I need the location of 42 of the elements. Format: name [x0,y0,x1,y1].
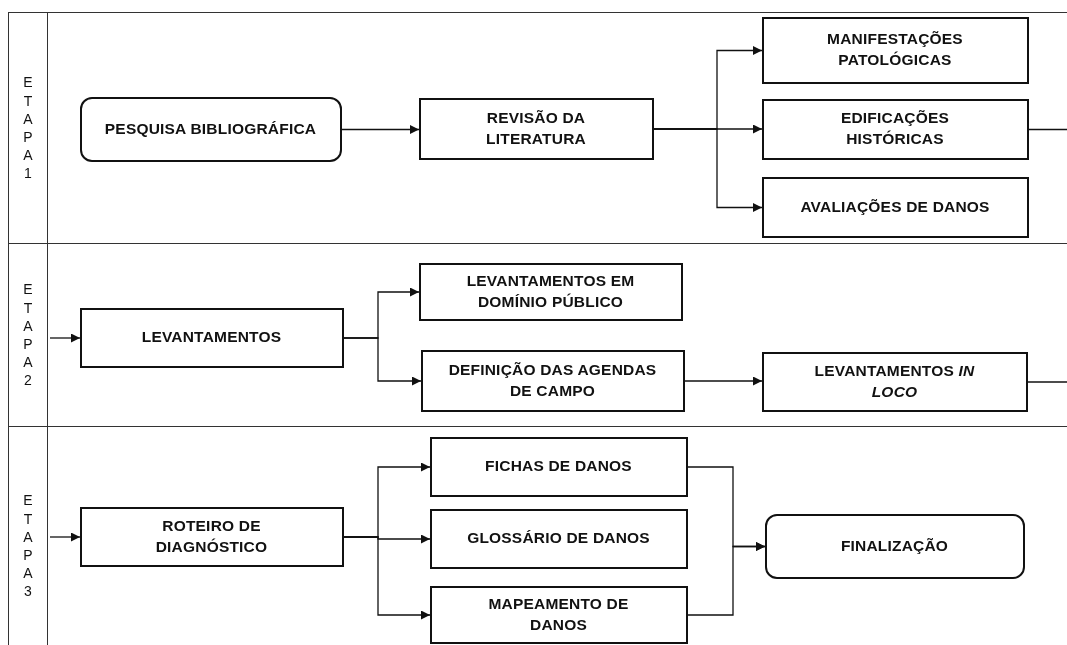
process-box [79,307,344,368]
box-label: FICHAS DE DANOS [484,456,633,477]
box-label: DEFINIÇÃO DAS AGENDAS DE CAMPO [447,359,658,401]
box-label: EDIFICAÇÕES HISTÓRICAS [839,108,951,149]
arrow [343,337,422,386]
terminal-box [764,513,1025,579]
process-box [761,98,1029,160]
box-label: MANIFESTAÇÕES PATOLÓGICAS [826,29,964,70]
process-box [79,506,344,567]
arrow [49,532,81,542]
arrow [341,125,420,134]
arrow [49,333,81,343]
process-box [761,16,1029,84]
box-label: LEVANTAMENTOS [140,327,283,348]
arrow [653,128,763,212]
process-box [420,349,685,412]
box-label: REVISÃO DA LITERATURA [485,107,587,149]
process-box [761,176,1029,238]
box-label: LEVANTAMENTOS IN LOCO [813,360,976,402]
terminal-box [79,96,342,162]
process-box [761,351,1028,412]
box-label: AVALIAÇÕES DE DANOS [799,196,991,217]
box-label: PESQUISA BIBLIOGRÁFICA [103,118,318,139]
process-box [429,508,688,569]
box-label: ROTEIRO DE DIAGNÓSTICO [154,515,269,557]
box-label: GLOSSÁRIO DE DANOS [466,528,651,549]
process-box [429,585,688,644]
box-label: MAPEAMENTO DE DANOS [487,593,630,635]
connector-line [1027,381,1067,383]
box-label: LEVANTAMENTOS EM DOMÍNIO PÚBLICO [465,270,636,312]
arrow [687,542,766,616]
stage-label: ETAPA 2 [23,280,33,390]
swimlane [8,12,1067,244]
connector-line [1028,128,1067,131]
box-label: FINALIZAÇÃO [839,535,950,556]
stage-label: ETAPA 3 [23,491,33,601]
stage-label: ETAPA 1 [23,73,33,183]
process-box [429,436,688,497]
arrow [684,376,763,386]
process-box [418,97,654,160]
arrow [343,536,431,620]
process-box [418,262,683,321]
